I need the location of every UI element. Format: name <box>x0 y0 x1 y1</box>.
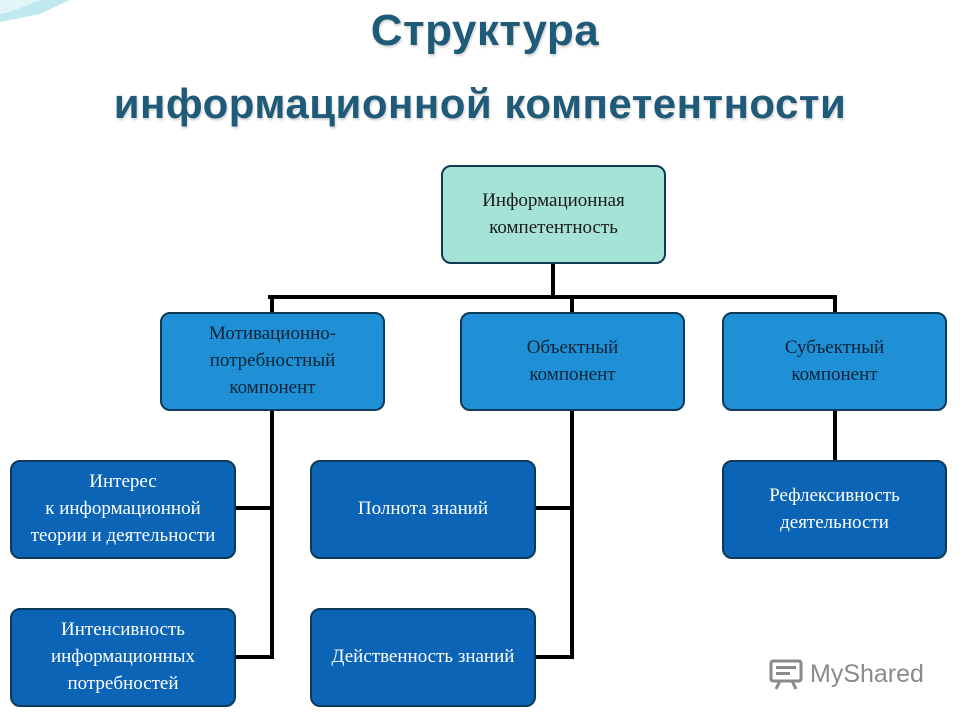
node-label: Субъектный компонент <box>784 336 885 385</box>
corner-decoration <box>0 0 70 22</box>
node-label: Мотивационно- потребностный компонент <box>208 323 337 398</box>
node-label: Информационная компетентность <box>482 189 625 238</box>
page-subtitle: информационной компетентности <box>113 80 847 127</box>
node-objective-component: Объектный компонент <box>460 312 685 411</box>
node-motivational-component: Мотивационно- потребностный компонент <box>160 312 385 411</box>
node-effectiveness: Действенность знаний <box>310 608 536 707</box>
node-label: Действенность знаний <box>331 646 515 668</box>
presentation-board-icon <box>769 659 803 690</box>
node-information-competence: Информационная компетентность <box>441 165 666 264</box>
node-label: Объектный компонент <box>526 336 619 385</box>
node-label: Рефлексивность деятельности <box>769 484 900 533</box>
node-subjective-component: Субъектный компонент <box>722 312 947 411</box>
page-title: Структура <box>370 6 600 55</box>
node-label: Полнота знаний <box>357 498 489 520</box>
node-label: Интерес к информационной теории и деятел… <box>30 471 216 546</box>
node-label: Интенсивность информационных потребносте… <box>50 619 196 694</box>
node-interest: Интерес к информационной теории и деятел… <box>10 460 236 559</box>
node-intensity: Интенсивность информационных потребносте… <box>10 608 236 707</box>
watermark-text: MyShared <box>810 659 924 688</box>
watermark: MyShared <box>768 654 924 694</box>
node-completeness: Полнота знаний <box>310 460 536 559</box>
node-reflexivity: Рефлексивность деятельности <box>722 460 947 559</box>
